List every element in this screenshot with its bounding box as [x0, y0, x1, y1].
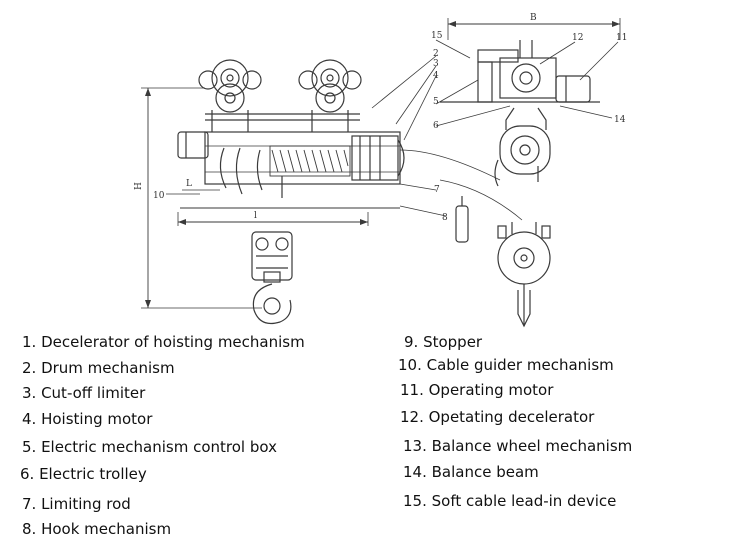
legend-item-6: 6. Electric trolley [20, 465, 147, 483]
legend-item-11: 11. Operating motor [400, 381, 554, 399]
callout-6: 6 [433, 121, 439, 131]
callout-2: 2 [433, 49, 439, 59]
legend-item-10: 10. Cable guider mechanism [398, 356, 614, 374]
callout-14: 14 [614, 115, 626, 125]
legend-item-15: 15. Soft cable lead-in device [403, 492, 617, 510]
dimension-small-l: L [186, 179, 192, 189]
callout-leaders [371, 39, 619, 221]
legend-item-3: 3. Cut-off limiter [22, 384, 146, 402]
front-elevation-view [141, 59, 405, 325]
callout-3: 3 [433, 59, 439, 69]
callout-5: 5 [433, 97, 439, 107]
legend-item-4: 4. Hoisting motor [22, 410, 153, 428]
callout-12: 12 [572, 33, 583, 43]
callout-15: 15 [431, 31, 443, 41]
legend-item-14: 14. Balance beam [403, 463, 539, 481]
callout-8: 8 [442, 213, 448, 223]
callout-10: 10 [153, 191, 165, 201]
legend-item-12: 12. Opetating decelerator [400, 408, 595, 426]
callout-4: 4 [433, 71, 439, 81]
dimension-l: l [254, 211, 257, 221]
hoist-technical-drawing: 15 2 3 4 5 6 7 8 12 11 14 10 B H L l [134, 13, 627, 328]
legend-item-9: 9. Stopper [404, 333, 483, 351]
legend-item-13: 13. Balance wheel mechanism [403, 437, 633, 455]
legend-item-1: 1. Decelerator of hoisting mechanism [22, 333, 305, 351]
callout-11: 11 [616, 33, 627, 43]
legend-item-2: 2. Drum mechanism [22, 359, 175, 377]
callout-7: 7 [434, 185, 440, 195]
legend-item-8: 8. Hook mechanism [22, 520, 172, 538]
dimension-h: H [134, 182, 144, 190]
side-elevation-view [440, 18, 621, 328]
legend-item-7: 7. Limiting rod [22, 495, 131, 513]
dimension-b: B [530, 13, 537, 23]
legend-item-5: 5. Electric mechanism control box [22, 438, 277, 456]
